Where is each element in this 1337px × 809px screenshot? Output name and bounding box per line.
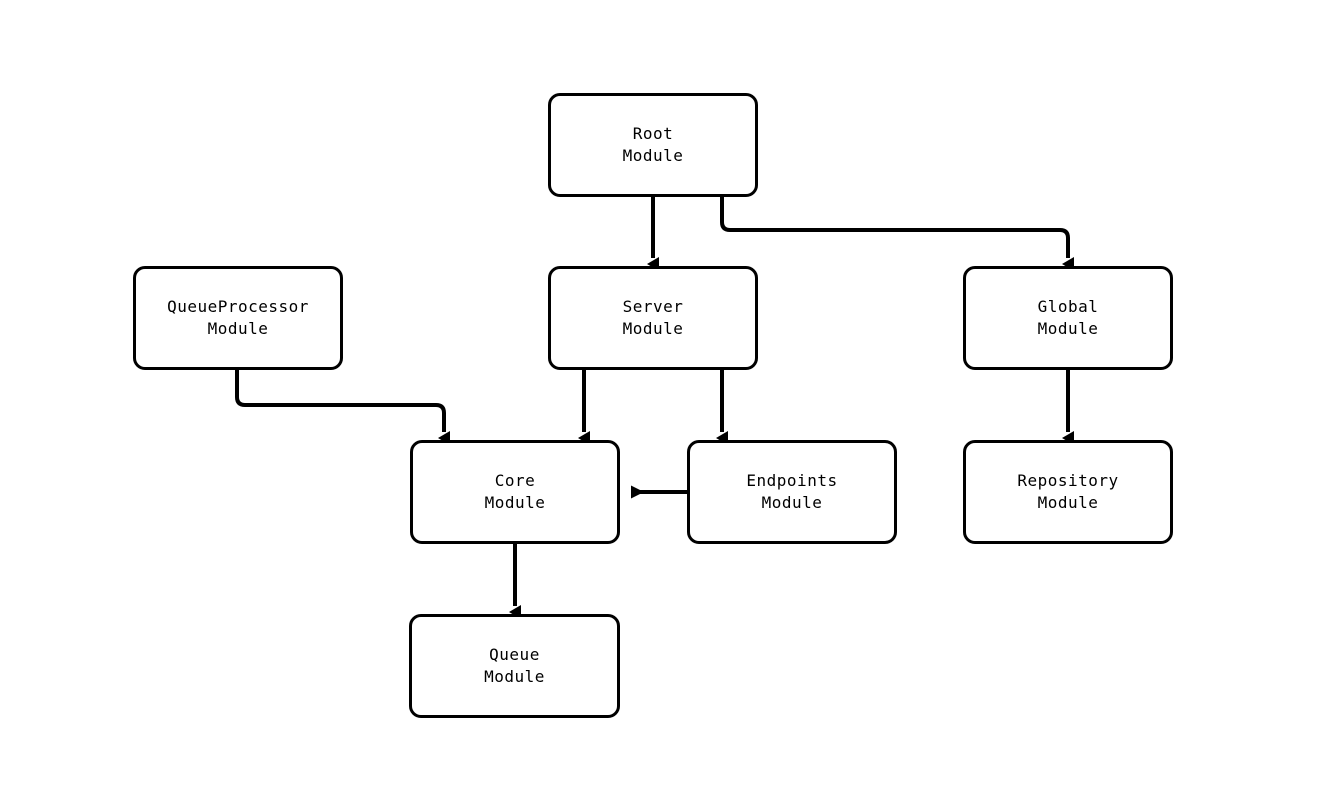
node-server-module[interactable]: Server Module <box>548 266 758 370</box>
node-global-module-line1: Global <box>1037 297 1099 316</box>
node-endpoints-module-line1: Endpoints <box>746 471 838 490</box>
node-queueprocessor-module-line1: QueueProcessor <box>167 297 309 316</box>
node-core-module-line1: Core <box>494 471 536 490</box>
node-queue-module-line1: Queue <box>489 645 540 664</box>
node-queueprocessor-module[interactable]: QueueProcessor Module <box>133 266 343 370</box>
node-root-module-line1: Root <box>632 124 674 143</box>
node-repository-module-line2: Module <box>1037 493 1099 512</box>
node-queue-module[interactable]: Queue Module <box>409 614 620 718</box>
node-queue-module-line2: Module <box>484 667 545 686</box>
node-root-module[interactable]: Root Module <box>548 93 758 197</box>
node-server-module-line2: Module <box>622 319 684 338</box>
node-root-module-line2: Module <box>622 146 684 165</box>
node-endpoints-module-line2: Module <box>761 493 823 512</box>
node-global-module[interactable]: Global Module <box>963 266 1173 370</box>
node-server-module-line1: Server <box>622 297 684 316</box>
edge-queueprocessor-to-core <box>235 370 450 445</box>
node-repository-module-line1: Repository <box>1017 471 1119 490</box>
node-core-module-line2: Module <box>484 493 546 512</box>
node-core-module[interactable]: Core Module <box>410 440 620 544</box>
node-endpoints-module[interactable]: Endpoints Module <box>687 440 897 544</box>
node-repository-module[interactable]: Repository Module <box>963 440 1173 544</box>
edge-root-to-global <box>720 197 1074 271</box>
node-queueprocessor-module-line2: Module <box>207 319 269 338</box>
node-global-module-line2: Module <box>1037 319 1099 338</box>
